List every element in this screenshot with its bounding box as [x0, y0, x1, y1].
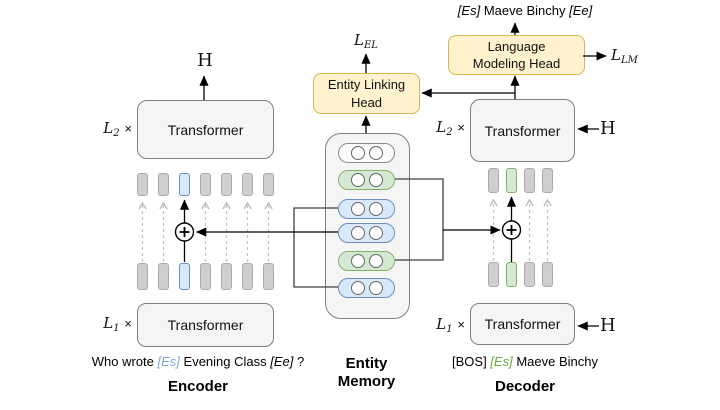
encoder-ee-tag: [Ee]	[270, 354, 294, 369]
memory-slot-plain	[338, 143, 395, 163]
encoder-input-token-row	[137, 263, 274, 290]
encoder-hidden-token-row	[137, 173, 274, 196]
encoder-transformer-l1-box: Transformer	[137, 303, 274, 347]
decoder-output-text: [Es] Maeve Binchy [Ee]	[457, 3, 593, 18]
entity-token-embedding	[506, 168, 517, 193]
token-embedding	[200, 173, 211, 196]
encoder-section-label: Encoder	[167, 378, 228, 395]
encoder-l1-multiplier: L1 ×	[103, 314, 132, 334]
decoder-input-token-row	[488, 262, 553, 287]
token-embedding	[524, 168, 535, 193]
entity-token-embedding	[179, 263, 190, 290]
token-embedding	[542, 262, 553, 287]
memory-cell	[368, 226, 383, 240]
memory-slot-blue	[338, 223, 395, 243]
decoder-transformer-l2-label: Transformer	[484, 122, 561, 139]
decoder-l2-multiplier: L2 ×	[436, 118, 465, 138]
decoder-dashed-arrows	[494, 200, 548, 261]
memory-slot-green	[338, 251, 395, 271]
entity-memory-label: Entity Memory	[337, 355, 396, 390]
token-embedding	[158, 263, 169, 290]
token-embedding	[524, 262, 535, 287]
token-embedding	[242, 263, 253, 290]
token-embedding	[242, 173, 253, 196]
decoder-transformer-l2-box: Transformer	[470, 99, 575, 162]
token-embedding	[263, 173, 274, 196]
encoder-input-text: Who wrote [Es] Evening Class [Ee] ?	[91, 354, 305, 369]
token-embedding	[137, 173, 148, 196]
encoder-transformer-l2-box: Transformer	[137, 100, 274, 159]
encoder-dashed-arrows	[143, 203, 269, 262]
encoder-es-tag: [Es]	[157, 354, 180, 369]
memory-cell	[350, 202, 365, 216]
decoder-transformer-l1-box: Transformer	[470, 303, 575, 345]
language-modeling-loss-label: LLM	[611, 46, 638, 66]
memory-cell	[368, 202, 383, 216]
memory-slot-green	[338, 170, 395, 190]
token-embedding	[200, 263, 211, 290]
token-embedding	[221, 173, 232, 196]
encoder-transformer-l2-label: Transformer	[167, 121, 244, 138]
memory-slot-blue	[338, 278, 395, 298]
memory-cell	[350, 146, 365, 160]
decoder-h-input-top-label: H	[600, 118, 616, 139]
token-embedding	[263, 263, 274, 290]
token-embedding	[221, 263, 232, 290]
decoder-section-label: Decoder	[494, 378, 556, 395]
encoder-plus-circle-icon	[174, 222, 195, 242]
token-embedding	[488, 168, 499, 193]
decoder-l1-multiplier: L1 ×	[436, 315, 465, 335]
token-embedding	[488, 262, 499, 287]
memory-slot-blue	[338, 199, 395, 219]
memory-cell	[350, 226, 365, 240]
entity-linking-loss-label: LEL	[354, 31, 378, 51]
entity-memory-box	[325, 133, 410, 319]
decoder-hidden-token-row	[488, 168, 553, 193]
entity-token-embedding	[179, 173, 190, 196]
decoder-input-text: [BOS] [Es] Maeve Binchy	[452, 354, 598, 369]
memory-cell	[368, 281, 383, 295]
memory-cell	[350, 173, 365, 187]
memory-cell	[350, 254, 365, 268]
decoder-output-es-tag: [Es]	[457, 3, 481, 18]
memory-cell	[368, 254, 383, 268]
token-embedding	[542, 168, 553, 193]
entity-linking-head-box: Entity Linking Head	[313, 73, 420, 114]
decoder-h-input-bottom-label: H	[600, 315, 616, 336]
memory-cell	[368, 146, 383, 160]
language-modeling-head-box: Language Modeling Head	[448, 35, 585, 75]
token-embedding	[158, 173, 169, 196]
decoder-transformer-l1-label: Transformer	[484, 316, 561, 332]
decoder-plus-circle-icon	[501, 220, 522, 240]
token-embedding	[137, 263, 148, 290]
decoder-es-tag: [Es]	[490, 354, 513, 369]
decoder-output-ee-tag: [Ee]	[569, 3, 593, 18]
memory-cell	[368, 173, 383, 187]
entity-token-embedding	[506, 262, 517, 287]
encoder-transformer-l1-label: Transformer	[167, 317, 244, 333]
encoder-l2-multiplier: L2 ×	[103, 119, 132, 139]
memory-cell	[350, 281, 365, 295]
encoder-output-h-label: H	[197, 50, 213, 71]
